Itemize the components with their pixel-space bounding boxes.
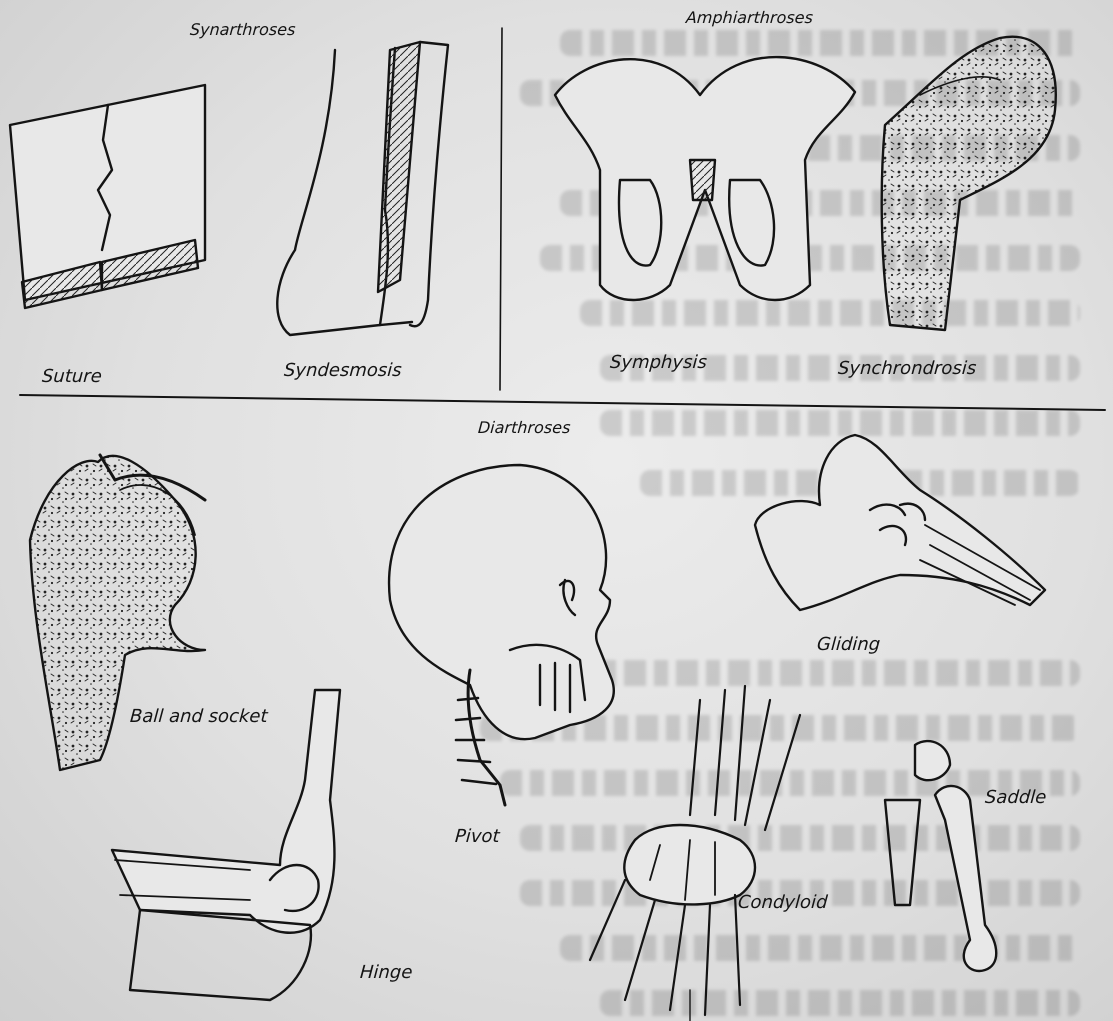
suture-illustration — [10, 85, 205, 308]
label-condyloid: Condyloid — [737, 892, 828, 913]
heading-diarthroses: Diarthroses — [477, 418, 571, 437]
label-gliding: Gliding — [816, 634, 881, 655]
gliding-illustration — [755, 435, 1045, 610]
pivot-illustration — [389, 465, 614, 805]
label-ball-and-socket: Ball and socket — [129, 706, 268, 727]
label-pivot: Pivot — [454, 826, 500, 847]
syndesmosis-illustration — [277, 42, 448, 335]
synchrondrosis-illustration — [882, 37, 1056, 330]
label-suture: Suture — [41, 366, 102, 387]
heading-amphiarthroses: Amphiarthroses — [685, 8, 813, 27]
label-symphysis: Symphysis — [609, 352, 707, 373]
condyloid-illustration — [590, 686, 800, 1015]
heading-synarthroses: Synarthroses — [189, 20, 296, 39]
vertical-divider — [500, 28, 502, 390]
label-hinge: Hinge — [359, 962, 413, 983]
label-synchrondrosis: Synchrondrosis — [837, 358, 977, 379]
symphysis-illustration — [555, 57, 855, 300]
label-syndesmosis: Syndesmosis — [283, 360, 402, 381]
horizontal-divider — [20, 395, 1105, 410]
hinge-illustration — [112, 690, 340, 1000]
label-saddle: Saddle — [984, 787, 1047, 808]
saddle-illustration — [885, 741, 996, 971]
